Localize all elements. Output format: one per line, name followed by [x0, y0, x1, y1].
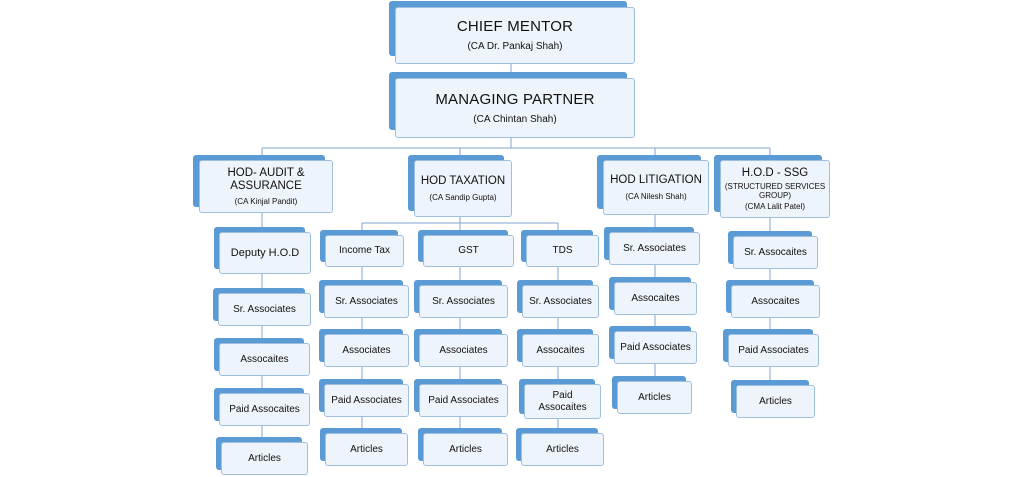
- litigation-paid-associates-label: Paid Associates: [620, 341, 691, 353]
- litigation-associates-label: Assocaites: [631, 292, 680, 304]
- chief-mentor-name: (CA Dr. Pankaj Shah): [467, 41, 563, 53]
- gst-articles-label: Articles: [449, 443, 482, 455]
- tds-box: TDS: [521, 230, 599, 267]
- hod-ssg-title: H.O.D - SSG: [741, 166, 809, 179]
- hod-taxation-name: (CA Sandip Gupta): [429, 192, 497, 202]
- hod-audit-name: (CA Kinjal Pandit): [234, 197, 298, 207]
- tds-sr-associates-label: Sr. Associates: [529, 295, 592, 307]
- ssg-sr-associates-label: Sr. Assocaites: [744, 246, 807, 258]
- hod-litigation-title: HOD LITIGATION: [610, 174, 702, 187]
- hod-audit-box: HOD- AUDIT & ASSURANCE (CA Kinjal Pandit…: [193, 155, 333, 213]
- tds-articles-box: Articles: [516, 428, 604, 466]
- hod-taxation-box: HOD TAXATION (CA Sandip Gupta): [408, 155, 512, 217]
- litigation-associates-box: Assocaites: [609, 277, 697, 315]
- income-tax-articles-box: Articles: [320, 428, 408, 466]
- gst-associates-box: Associates: [414, 329, 508, 367]
- audit-sr-associates-box: Sr. Associates: [213, 288, 311, 326]
- hod-litigation-name: (CA Nilesh Shah): [625, 191, 687, 201]
- gst-articles-box: Articles: [418, 428, 508, 466]
- litigation-articles-label: Articles: [638, 391, 671, 403]
- income-tax-associates-label: Associates: [342, 344, 391, 356]
- tds-label: TDS: [552, 245, 573, 257]
- audit-articles-box: Articles: [216, 437, 308, 475]
- gst-sr-associates-label: Sr. Associates: [432, 295, 495, 307]
- audit-deputy-hod-label: Deputy H.O.D: [230, 246, 300, 259]
- audit-paid-associates-label: Paid Assocaites: [229, 403, 300, 415]
- litigation-articles-box: Articles: [612, 376, 692, 414]
- litigation-sr-associates-label: Sr. Associates: [623, 242, 686, 254]
- managing-partner-box: MANAGING PARTNER (CA Chintan Shah): [389, 72, 635, 138]
- income-tax-sr-associates-box: Sr. Associates: [319, 280, 409, 318]
- ssg-paid-associates-box: Paid Associates: [723, 329, 819, 367]
- audit-associates-box: Assocaites: [214, 338, 310, 376]
- income-tax-sr-associates-label: Sr. Associates: [335, 295, 398, 307]
- income-tax-associates-box: Associates: [319, 329, 409, 367]
- audit-articles-label: Articles: [248, 452, 281, 464]
- ssg-associates-box: Assocaites: [726, 280, 820, 318]
- gst-paid-associates-box: Paid Associates: [414, 379, 508, 417]
- chief-mentor-title: CHIEF MENTOR: [456, 18, 574, 36]
- litigation-paid-associates-box: Paid Associates: [609, 326, 697, 364]
- tds-paid-associates-box: Paid Assocaites: [519, 379, 601, 419]
- gst-paid-associates-label: Paid Associates: [428, 394, 499, 406]
- audit-associates-label: Assocaites: [240, 353, 289, 365]
- tds-associates-box: Assocaites: [517, 329, 599, 367]
- gst-associates-label: Associates: [439, 344, 488, 356]
- hod-taxation-title: HOD TAXATION: [420, 175, 506, 188]
- income-tax-paid-associates-label: Paid Associates: [331, 394, 402, 406]
- hod-audit-title: HOD- AUDIT & ASSURANCE: [227, 166, 305, 192]
- income-tax-box: Income Tax: [320, 230, 404, 267]
- ssg-paid-associates-label: Paid Associates: [738, 344, 809, 356]
- hod-ssg-name: (CMA Lalit Patel): [744, 202, 806, 212]
- gst-box: GST: [418, 230, 514, 267]
- hod-litigation-box: HOD LITIGATION (CA Nilesh Shah): [597, 155, 709, 215]
- tds-articles-label: Articles: [546, 443, 579, 455]
- gst-label: GST: [458, 245, 479, 257]
- ssg-articles-box: Articles: [731, 380, 815, 418]
- income-tax-articles-label: Articles: [350, 443, 383, 455]
- ssg-sr-associates-box: Sr. Assocaites: [728, 231, 818, 269]
- audit-paid-associates-box: Paid Assocaites: [214, 388, 310, 426]
- hod-ssg-box: H.O.D - SSG (STRUCTURED SERVICES GROUP) …: [714, 155, 830, 218]
- ssg-articles-label: Articles: [759, 395, 792, 407]
- audit-sr-associates-label: Sr. Associates: [233, 303, 296, 315]
- managing-partner-title: MANAGING PARTNER: [435, 90, 595, 108]
- litigation-sr-associates-box: Sr. Associates: [604, 227, 700, 265]
- tds-associates-label: Assocaites: [536, 344, 585, 356]
- audit-deputy-hod-box: Deputy H.O.D: [214, 227, 311, 274]
- managing-partner-name: (CA Chintan Shah): [473, 113, 557, 125]
- hod-ssg-subtitle: (STRUCTURED SERVICES GROUP): [724, 181, 826, 201]
- income-tax-paid-associates-box: Paid Associates: [319, 379, 409, 417]
- gst-sr-associates-box: Sr. Associates: [414, 280, 508, 318]
- tds-paid-associates-label: Paid Assocaites: [538, 390, 587, 413]
- income-tax-label: Income Tax: [339, 245, 390, 257]
- chief-mentor-box: CHIEF MENTOR (CA Dr. Pankaj Shah): [389, 1, 635, 64]
- tds-sr-associates-box: Sr. Associates: [517, 280, 599, 318]
- ssg-associates-label: Assocaites: [751, 295, 800, 307]
